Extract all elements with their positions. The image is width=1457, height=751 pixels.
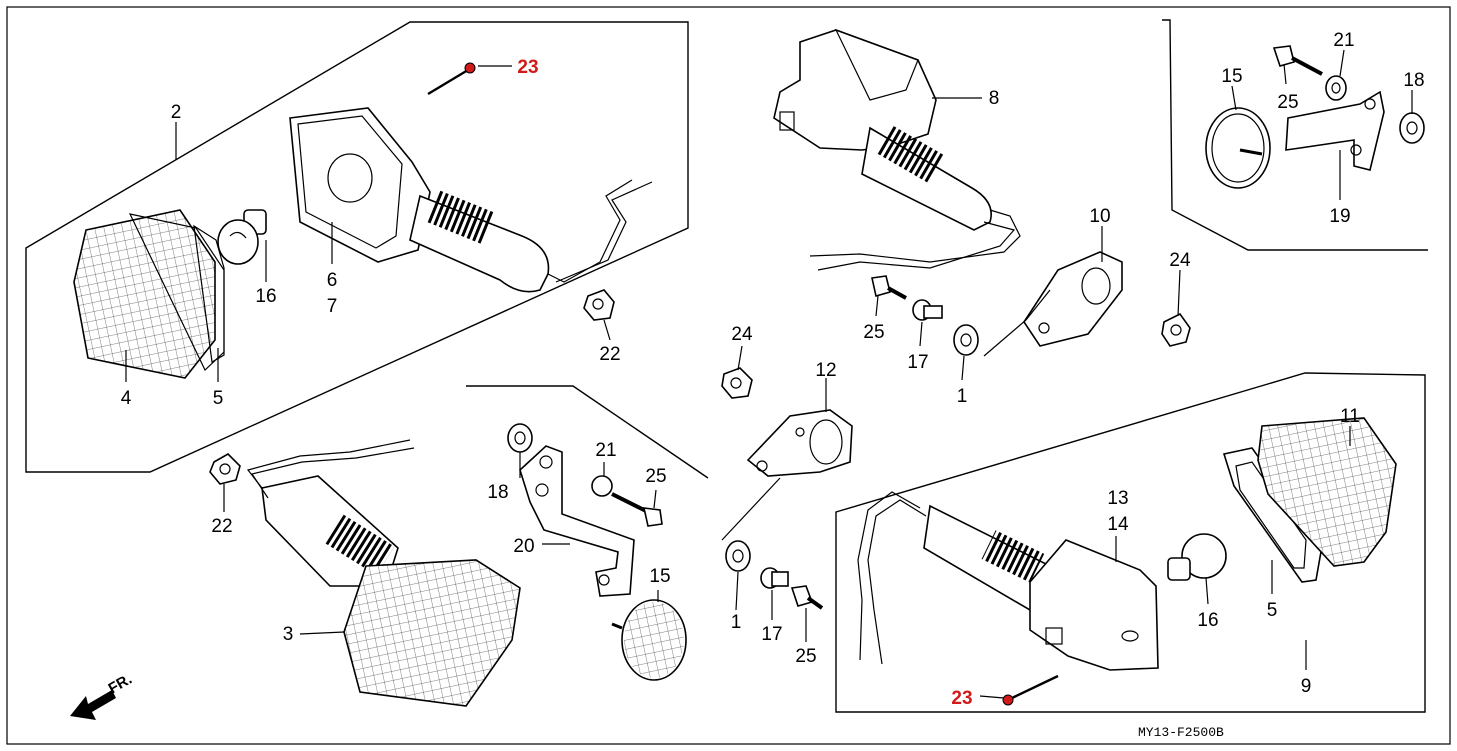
- winker-housing-front-left: [289, 107, 653, 293]
- callout-5-rear: 5: [1267, 600, 1278, 621]
- collar-17-lower: [760, 567, 789, 589]
- callout-16-rear: 16: [1197, 610, 1218, 631]
- callout-20: 20: [513, 536, 534, 557]
- bulb-front-left: [217, 209, 267, 265]
- winker-lens-rear-right: [1257, 417, 1397, 567]
- callout-18-rear: 18: [487, 482, 508, 503]
- winker-lens-front-left: [73, 209, 225, 379]
- reflector-15-rear: [611, 599, 687, 681]
- callout-25-rear: 25: [645, 466, 666, 487]
- callout-24-left: 24: [731, 324, 753, 345]
- callout-15-top: 15: [1221, 66, 1242, 87]
- callout-25-lower: 25: [795, 646, 816, 667]
- bolt-25-lower: [790, 585, 824, 610]
- callout-16-front: 16: [255, 286, 276, 307]
- front-direction-arrow: FR.: [70, 671, 135, 720]
- nut-24-right: [1161, 312, 1191, 347]
- callout-9: 9: [1301, 676, 1312, 697]
- nut-22-lower: [209, 453, 241, 485]
- callout-23-front: 23: [517, 57, 538, 78]
- group-outline-rear-right: [835, 372, 1426, 713]
- group-outline-front-left: [25, 21, 689, 473]
- callout-4: 4: [121, 388, 132, 409]
- bolt-25-rear: [611, 492, 663, 527]
- reflector-15-top: [1205, 107, 1271, 189]
- bracket-19: [1285, 90, 1385, 171]
- callout-12: 12: [815, 360, 836, 381]
- bulb-rear-right: [1167, 533, 1227, 581]
- callout-25-mid: 25: [863, 322, 884, 343]
- callout-21-rear: 21: [595, 440, 616, 461]
- winker-rear-right: [857, 491, 1159, 671]
- collar-21-rear: [591, 475, 613, 497]
- callout-1-lower: 1: [731, 612, 742, 633]
- callout-3: 3: [283, 624, 294, 645]
- diagram-code: MY13-F2500B: [1138, 725, 1224, 740]
- bracket-10: [1023, 251, 1123, 347]
- winker-front-right: [246, 439, 521, 707]
- group-outline-plate-top: [1162, 19, 1428, 251]
- callout-18-top: 18: [1403, 70, 1424, 91]
- callout-5-front: 5: [213, 388, 224, 409]
- callout-1-mid: 1: [957, 386, 968, 407]
- bolt-25-mid: [871, 275, 907, 300]
- bracket-12: [746, 409, 853, 477]
- callout-21-top: 21: [1333, 30, 1354, 51]
- screw-23-front: [427, 62, 476, 96]
- callout-17-lower: 17: [761, 624, 782, 645]
- callout-8: 8: [989, 88, 1000, 109]
- callout-7: 7: [327, 296, 338, 317]
- bracket-rear-left: [519, 445, 635, 597]
- callout-13: 13: [1107, 488, 1128, 509]
- screw-23-rear: [1002, 674, 1059, 706]
- collar-17-mid: [912, 299, 943, 321]
- callout-25-top: 25: [1277, 92, 1298, 113]
- callout-10: 10: [1089, 206, 1110, 227]
- grommet-1-lower: [725, 540, 751, 572]
- bolt-25-top: [1272, 45, 1323, 76]
- grommet-18-rear: [507, 423, 533, 453]
- callout-24-right: 24: [1169, 250, 1191, 271]
- callout-6: 6: [327, 270, 338, 291]
- winker-rear-left: [773, 28, 1021, 271]
- callout-2: 2: [171, 102, 182, 123]
- leader-lines: [125, 49, 1413, 699]
- callout-14: 14: [1107, 514, 1129, 535]
- nut-24-left: [721, 367, 753, 399]
- callout-22-lower: 22: [211, 516, 232, 537]
- callout-19: 19: [1329, 206, 1350, 227]
- callout-22-upper: 22: [599, 344, 620, 365]
- collar-21-top: [1325, 75, 1347, 101]
- lens-gasket-rear-right: [1222, 447, 1323, 583]
- diagram-frame: [6, 6, 1451, 745]
- grommet-1-mid: [953, 324, 979, 356]
- group-outline-rear-bracket: [466, 385, 709, 479]
- callout-labels: 2 4 5 16 6 7 23 22 22 3 18 20 21 25 15 8…: [121, 30, 1425, 709]
- callout-11: 11: [1340, 406, 1360, 427]
- grommet-18-top: [1399, 112, 1425, 144]
- lens-gasket-front-left: [193, 224, 225, 363]
- callout-15-rear: 15: [649, 566, 670, 587]
- nut-22-upper: [583, 289, 615, 321]
- callout-23-rear: 23: [951, 688, 972, 709]
- callout-17-mid: 17: [907, 352, 928, 373]
